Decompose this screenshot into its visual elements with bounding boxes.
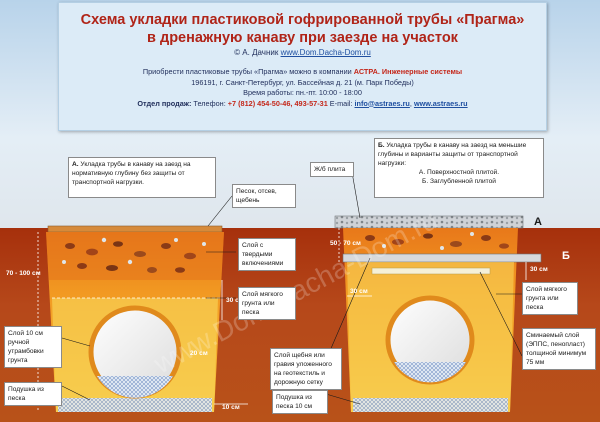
title-line-1: Схема укладки пластиковой гофрированной … (80, 12, 525, 28)
marker-b: Б (562, 250, 570, 262)
left-stones (62, 237, 206, 273)
info-line-1-prefix: Приобрести пластиковые трубы «Прагма» мо… (142, 67, 354, 76)
phone-prefix: Телефон: (191, 98, 228, 108)
header-panel: Схема укладки пластиковой гофрированной … (58, 2, 547, 131)
left-caption-letter: А. (72, 161, 79, 168)
left-dim-30: 30 см (226, 297, 244, 304)
right-cushion-label: Подушка из песка 10 см (272, 390, 328, 414)
slab-label: Ж/б плита (310, 162, 354, 177)
separator: , (409, 98, 414, 108)
left-dim-10: 10 см (222, 404, 240, 411)
info-line-2: 196191, г. Санкт-Петербург, ул. Бассейна… (191, 77, 414, 87)
left-caption-text: Укладка трубы в канаву на заезд на норма… (72, 161, 191, 186)
right-dim-30-side: 30 см (350, 288, 368, 295)
email-link[interactable]: info@astraes.ru (354, 98, 410, 108)
right-depth-dim: 50 - 70 см (330, 240, 361, 247)
gravel-label: Слой щебня или гравия уложенного на геот… (270, 348, 342, 390)
right-caption-letter: Б. (378, 142, 385, 149)
site-link[interactable]: www.astraes.ru (413, 98, 468, 108)
right-stones (365, 232, 509, 250)
layer-solid-label: Слой с твердыми включениями (238, 238, 296, 271)
left-rock-layer (46, 232, 224, 280)
option-b-text: Б. Заглубленной плитой (422, 178, 496, 185)
compress-layer (371, 267, 491, 275)
layer-tamp-label: Слой 10 см ручной утрамбовки грунта (4, 326, 62, 368)
right-caption-text: Укладка трубы в канаву на заезд на меньш… (378, 142, 527, 167)
right-cushion (353, 398, 508, 412)
right-caption: Б. Укладка трубы в канаву на заезд на ме… (374, 138, 544, 198)
email-prefix: E-mail: (327, 98, 355, 108)
marker-a: А (534, 216, 542, 228)
left-cushion (58, 398, 212, 412)
info-line-3: Время работы: пн.-пт. 10:00 - 18:00 (243, 88, 362, 97)
option-a-text: А. Поверхностной плитой. (418, 169, 500, 176)
left-depth-dim: 70 - 100 см (6, 270, 41, 277)
phone-number: +7 (812) 454-50-46, 493-57-31 (227, 98, 328, 108)
layer-soft-label: Слой мягкого грунта или песка (238, 287, 296, 320)
left-pipe-cushion-fill (97, 376, 173, 398)
author-site-link[interactable]: www.Dom.Dacha-Dom.ru (280, 48, 371, 57)
right-dim-30-top: 30 см (530, 266, 548, 273)
title-line-2: в дренажную канаву при заезде на участок (147, 30, 458, 46)
author-prefix: © А. Дачник (234, 48, 281, 57)
left-cushion-label: Подушка из песка (4, 382, 62, 406)
left-surface-layer (47, 225, 223, 233)
right-soft-label: Слой мягкого грунта или песка (522, 282, 578, 315)
company-name: АСТРА. Инженерные системы (353, 67, 463, 76)
leader-lines (61, 171, 523, 405)
right-trench (334, 215, 542, 412)
info-line-4: Отдел продаж: Телефон: +7 (812) 454-50-4… (59, 99, 546, 110)
left-dim-20: 20 см (190, 350, 208, 357)
sales-label: Отдел продаж: (137, 98, 192, 108)
sand-label: Песок, отсев, щебень (232, 184, 296, 208)
compress-label: Сминаемый слой (ЭППС, пенопласт) толщино… (522, 328, 596, 370)
left-caption: А. Укладка трубы в канаву на заезд на но… (68, 157, 216, 198)
author-line: © А. Дачник www.Dom.Dacha-Dom.ru (59, 48, 546, 57)
left-trench (37, 225, 248, 412)
info-line-1: Приобрести пластиковые трубы «Прагма» мо… (59, 67, 546, 78)
company-info: Приобрести пластиковые трубы «Прагма» мо… (59, 67, 546, 109)
